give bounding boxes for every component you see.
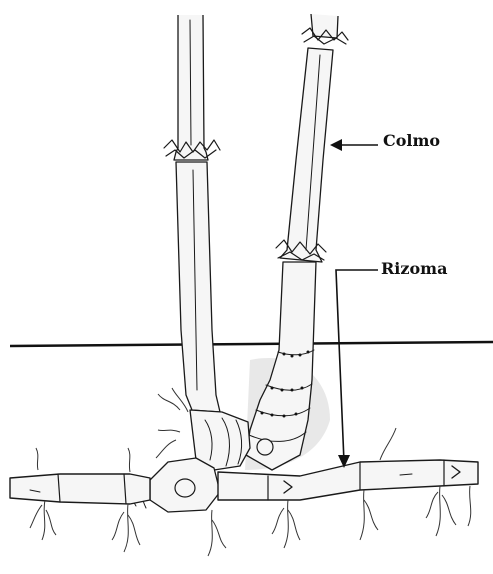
arrow-left-icon <box>330 139 378 151</box>
left-culm <box>164 15 220 412</box>
label-colmo: Colmo <box>383 131 440 150</box>
soil-line <box>10 342 493 346</box>
bud-left <box>175 479 195 497</box>
bud-right <box>257 439 273 455</box>
rhizome <box>10 460 478 504</box>
right-culm <box>246 14 348 470</box>
label-rizoma: Rizoma <box>381 259 447 278</box>
rizoma-pointer <box>336 270 378 468</box>
